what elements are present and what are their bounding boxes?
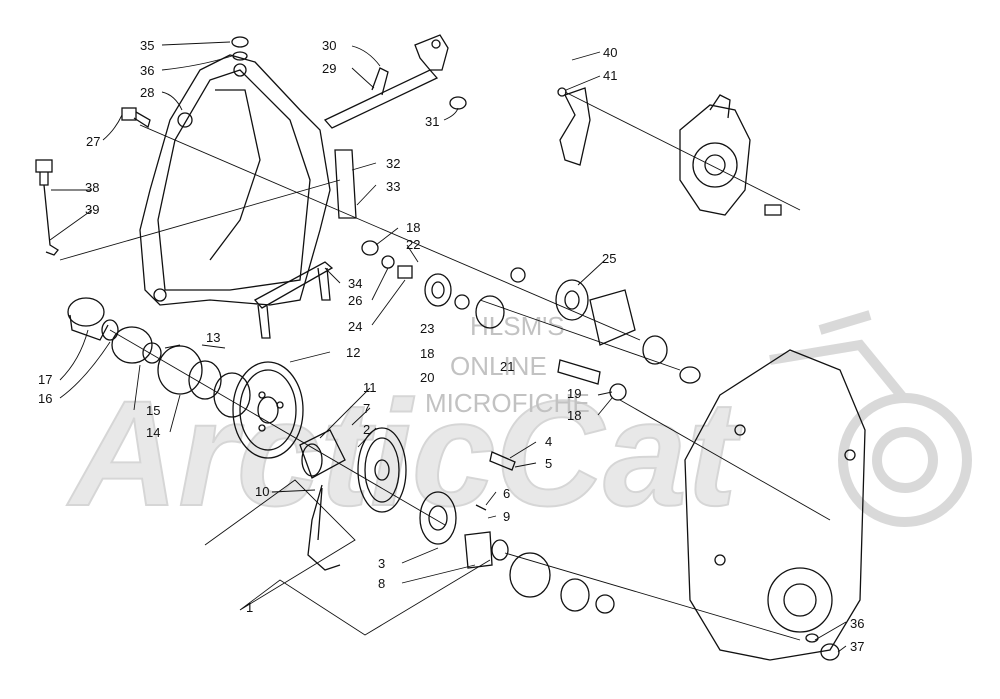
bearing-8 [464,531,509,569]
washer-13 [157,345,251,418]
callout-25: 25 [602,251,616,266]
callout-40: 40 [603,45,617,60]
callout-35: 35 [140,38,154,53]
callout-7: 7 [363,401,370,416]
callout-3: 3 [378,556,385,571]
callout-4: 4 [545,434,552,449]
callout-5: 5 [545,456,552,471]
dipstick-38 [35,159,59,256]
callout-36-top: 36 [140,63,154,78]
spacer-3 [419,491,457,545]
callout-1-bracket [204,479,491,636]
callout-41: 41 [603,68,617,83]
bolt-4 [489,451,516,471]
callout-17: 17 [38,372,52,387]
callout-26: 26 [348,293,362,308]
callout-39: 39 [85,202,99,217]
callout-37: 37 [850,639,864,654]
callout-21: 21 [500,359,514,374]
upper-shaft-parts [361,240,505,329]
watermark-line-1: HLSM'S [470,311,565,341]
pin-6 [475,504,487,511]
watermark-motorcycle [769,310,972,527]
gear-2 [357,427,407,513]
callout-6: 6 [503,486,510,501]
sprocket-25 [510,267,701,384]
callout-28: 28 [140,85,154,100]
cover-nut-35 [231,36,249,61]
bolt-27 [121,107,151,129]
callout-18-upper: 18 [406,220,420,235]
callout-2: 2 [363,422,370,437]
reverse-assembly [679,94,782,216]
chaincase-housing [684,349,866,661]
callout-1: 1 [246,600,253,615]
callout-29: 29 [322,61,336,76]
callout-20: 20 [420,370,434,385]
callout-32: 32 [386,156,400,171]
callout-23: 23 [420,321,434,336]
bracket-34 [253,261,334,339]
callout-22: 22 [406,237,420,252]
callout-10: 10 [255,484,269,499]
callout-19: 19 [567,386,581,401]
bolt-37 [805,633,840,661]
chaincase-cover [139,54,331,306]
callout-16: 16 [38,391,52,406]
callout-leaders [49,41,847,653]
callout-36-bottom: 36 [850,616,864,631]
callout-8: 8 [378,576,385,591]
callout-34: 34 [348,276,362,291]
callout-30: 30 [322,38,336,53]
bearing-cap-17 [67,297,119,341]
shift-shaft-29 [323,34,449,129]
callout-12: 12 [346,345,360,360]
callout-9: 9 [503,509,510,524]
chain-10 [307,484,341,571]
lever-40 [557,87,591,166]
callout-15: 15 [146,403,160,418]
watermark-line-3: MICROFICHE [425,388,590,418]
assembly-axis-lines [59,91,831,641]
watermark-logo: ArcticCat HLSM'S ONLINE MICROFICHE [65,310,972,538]
gasket-32 [334,149,357,219]
callout-31: 31 [425,114,439,129]
callout-38: 38 [85,180,99,195]
lower-bearings [509,552,615,614]
callout-13: 13 [206,330,220,345]
callout-33: 33 [386,179,400,194]
callout-11: 11 [363,380,377,395]
o-ring-31 [449,96,467,110]
callout-24: 24 [348,319,362,334]
sprocket-12 [232,361,304,459]
callout-18-lower: 18 [567,408,581,423]
callout-27: 27 [86,134,100,149]
hub-11 [299,429,346,479]
callout-14: 14 [146,425,160,440]
watermark-line-2: ONLINE [450,351,547,381]
circlip-15 [111,326,162,364]
callout-labels: 35 36 28 27 30 29 31 32 33 18 22 38 39 3… [38,38,864,654]
callout-18-mid: 18 [420,346,434,361]
